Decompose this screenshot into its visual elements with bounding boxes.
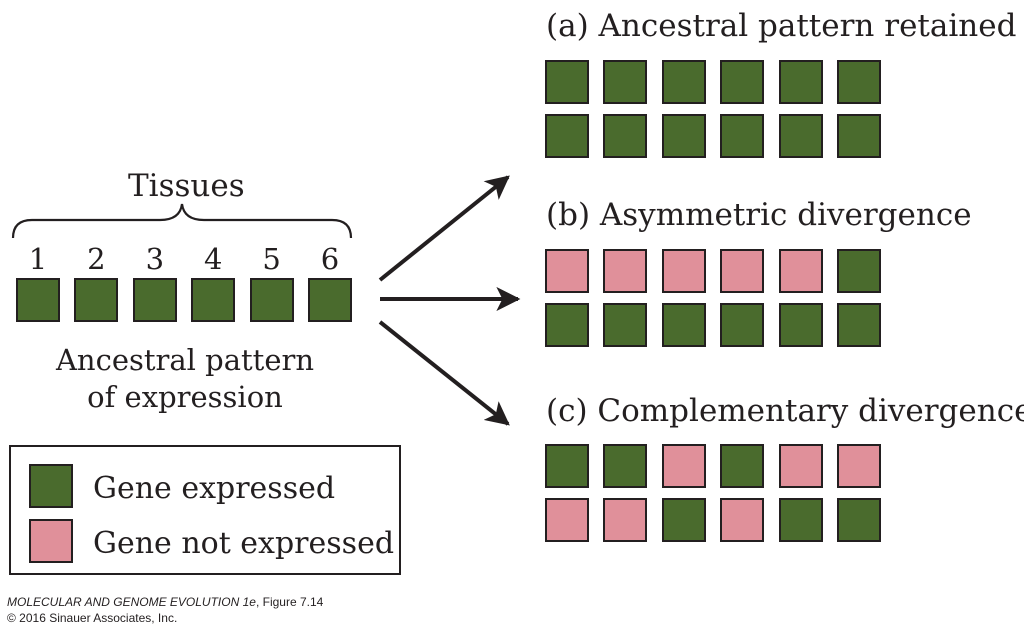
pattern-cell (778, 303, 823, 347)
panel-c-title: (c) Complementary divergence (546, 393, 1024, 429)
pattern-cell (545, 60, 589, 104)
tissues-brace (11, 203, 353, 239)
pattern-cell (603, 498, 648, 542)
pattern-cell (720, 444, 765, 488)
figure-credit: MOLECULAR AND GENOME EVOLUTION 1e, Figur… (7, 596, 323, 608)
pattern-cell (545, 498, 589, 542)
panel-b-title: (b) Asymmetric divergence (546, 197, 972, 233)
ancestral-caption-line1: Ancestral pattern (55, 343, 315, 377)
pattern-cell (778, 60, 823, 104)
ancestral-caption-line2: of expression (87, 380, 283, 414)
pattern-cell (720, 498, 765, 542)
pattern-cell (837, 303, 881, 347)
pattern-cell (661, 60, 706, 104)
pattern-cell (837, 60, 881, 104)
pattern-cell (603, 60, 648, 104)
ancestral-cell (132, 278, 177, 322)
pattern-cell (603, 114, 648, 158)
arrow-to-a (378, 175, 510, 282)
ancestral-cell (74, 278, 119, 322)
arrow-to-c (378, 320, 510, 426)
legend-expressed-label: Gene expressed (93, 471, 336, 506)
pattern-cell (720, 114, 765, 158)
tissue-number: 1 (28, 242, 48, 276)
tissues-label: Tissues (128, 168, 245, 204)
legend-not-expressed-swatch (29, 519, 73, 563)
ancestral-cell (249, 278, 294, 322)
pattern-cell (545, 444, 589, 488)
pattern-cell (545, 114, 589, 158)
legend: Gene expressed Gene not expressed (9, 445, 401, 575)
pattern-cell (545, 303, 589, 347)
tissue-number: 2 (87, 242, 106, 276)
credit-figure: , Figure 7.14 (255, 595, 324, 609)
pattern-cell (603, 303, 648, 347)
pattern-cell (661, 303, 706, 347)
panel-a-title: (a) Ancestral pattern retained (546, 8, 1017, 44)
pattern-cell (778, 498, 823, 542)
pattern-cell (661, 498, 706, 542)
credit-book: MOLECULAR AND GENOME EVOLUTION 1e (7, 595, 256, 609)
ancestral-cell (191, 278, 236, 322)
pattern-cell (603, 444, 648, 488)
pattern-cell (837, 114, 881, 158)
pattern-cell (720, 60, 765, 104)
tissue-number: 4 (203, 242, 223, 276)
pattern-cell (720, 249, 765, 293)
pattern-cell (778, 114, 823, 158)
pattern-cell (837, 498, 881, 542)
legend-not-expressed-label: Gene not expressed (93, 526, 395, 561)
pattern-cell (720, 303, 765, 347)
ancestral-cell (16, 278, 60, 322)
tissue-number: 6 (320, 242, 340, 276)
pattern-cell (661, 444, 706, 488)
pattern-cell (661, 249, 706, 293)
pattern-cell (661, 114, 706, 158)
pattern-cell (603, 249, 648, 293)
pattern-cell (778, 249, 823, 293)
pattern-cell (837, 444, 881, 488)
ancestral-cell (308, 278, 352, 322)
tissue-number: 3 (145, 242, 165, 276)
pattern-cell (837, 249, 881, 293)
pattern-cell (545, 249, 589, 293)
tissue-number: 5 (262, 242, 281, 276)
pattern-cell (778, 444, 823, 488)
copyright: © 2016 Sinauer Associates, Inc. (7, 611, 178, 625)
legend-expressed-swatch (29, 464, 73, 508)
